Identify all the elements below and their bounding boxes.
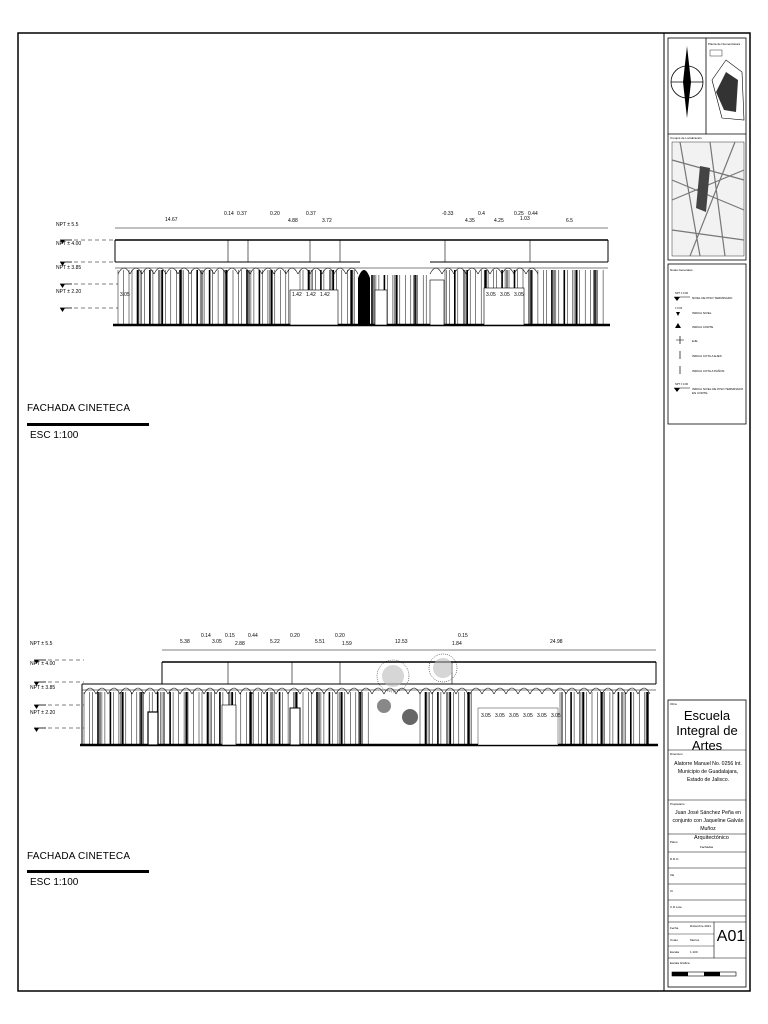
graphic-scale-label: Escala Gráfica [670, 961, 690, 965]
dimension-label: 1.42 [306, 292, 316, 298]
dimension-label: 0.14 [224, 211, 234, 217]
elevation-1-level-2: NPT ± 4.00 [56, 241, 82, 247]
elevation-2-level-3: NPT ± 3.85 [30, 685, 56, 691]
dimension-label: 1.03 [520, 216, 530, 222]
location-map-label: Croquis de Localización [670, 136, 702, 140]
elevation-2-title-rule [27, 870, 149, 873]
dimension-label: 6.5 [566, 218, 573, 224]
legend-item-label: INDICA CORTE [692, 325, 714, 329]
dimension-label: 3.05 [495, 713, 505, 719]
legend-item-label: INDICA NIVEL DE PISO TERMINADO EN CORTE [692, 387, 744, 395]
dimension-label: 0.20 [335, 633, 345, 639]
dimension-label: 3.05 [212, 639, 222, 645]
address-label: Dirección [670, 752, 683, 756]
site-plan-icon [709, 49, 745, 121]
dimension-label: 0.15 [458, 633, 468, 639]
dimension-label: 5.22 [270, 639, 280, 645]
legend-item-label: INDICA COTA A EJES [692, 354, 722, 358]
dimension-label: 0.44 [248, 633, 258, 639]
legend-item-label: INDICA NIVEL [692, 311, 712, 315]
elevation-1-drawing [60, 227, 610, 327]
elevation-2-level-2: NPT ± 4.00 [30, 661, 56, 667]
location-map-icon [671, 141, 745, 257]
dimension-label: -0.33 [442, 211, 454, 217]
project-label: Obra [670, 702, 677, 706]
units-label: Cotas [670, 938, 678, 942]
dimension-label: 12.53 [395, 639, 408, 645]
dimension-label: 0.20 [270, 211, 280, 217]
dimension-label: 0.37 [306, 211, 316, 217]
dimension-label: 3.72 [322, 218, 332, 224]
elevation-2-level-1: NPT ± 5.5 [30, 641, 53, 647]
dimension-label: 0.4 [478, 211, 485, 217]
legend-item-label: NIVEL DE PISO TERMINADO [692, 296, 733, 300]
legend-item-tag: ± 0.00 [675, 307, 683, 310]
dimension-label: 0.44 [528, 211, 538, 217]
date-label: Fecha [670, 926, 679, 930]
dimension-label: 24.98 [550, 639, 563, 645]
general-notes-label: Notas Generales [670, 268, 693, 272]
dimension-label: 3.05 [514, 292, 524, 298]
legend-item-tag: NPT ± 0.00 [675, 292, 689, 295]
dimension-label: 0.25 [514, 211, 524, 217]
owner-label: Propietario [670, 802, 685, 806]
dimension-label: 3.05 [551, 713, 561, 719]
dimension-label: 1.59 [342, 641, 352, 647]
dimension-label: 3.05 [509, 713, 519, 719]
dimension-label: 4.25 [494, 218, 504, 224]
elevation-2-scale: ESC 1:100 [30, 877, 79, 888]
dimension-label: 0.37 [237, 211, 247, 217]
dimension-label: 4.88 [288, 218, 298, 224]
elevation-1-title: FACHADA CINETECA [27, 403, 131, 414]
tree-icon [376, 653, 458, 725]
scale-value: 1:100 [690, 950, 698, 954]
dimension-label: 5.38 [180, 639, 190, 645]
units-value: Metros [690, 938, 700, 942]
sheet-number: A01 [716, 928, 746, 945]
owner-text: Juan José Sánchez Peña en conjunto con J… [672, 810, 744, 832]
elevation-1-level-1: NPT ± 5.5 [56, 222, 79, 228]
elevation-1-title-rule [27, 423, 149, 426]
dimension-label: 3.05 [486, 292, 496, 298]
dimension-label: 3.05 [481, 713, 491, 719]
dimension-label: 4.35 [465, 218, 475, 224]
legend-item-tag: NPT ± 0.00 [675, 383, 689, 386]
elevation-1-scale: ESC 1:100 [30, 430, 79, 441]
legend-item-label: EJE [692, 339, 698, 343]
legend-item-label: INDICA COTA A PAÑOS [692, 369, 725, 373]
graphic-scale [671, 971, 737, 977]
elevation-2-level-4: NPT ± 2.20 [30, 710, 56, 716]
dimension-label: 0.20 [290, 633, 300, 639]
drawing-type-label: Plano [670, 840, 678, 844]
dimension-label: 14.67 [165, 217, 178, 223]
dimension-label: 3.05 [500, 292, 510, 298]
date-value: Diciembre 2021 [690, 924, 712, 928]
ci-label: CI [670, 889, 673, 893]
elevation-2-drawing [34, 649, 658, 747]
dimension-label: 3.05 [120, 292, 130, 298]
dimension-label: 5.51 [315, 639, 325, 645]
north-arrow-icon [670, 46, 704, 118]
project-name: Escuela Integral de Artes [676, 708, 738, 753]
ce-label: CE [670, 873, 675, 877]
dimension-label: 0.15 [225, 633, 235, 639]
elevation-2-title: FACHADA CINETECA [27, 851, 131, 862]
dimension-label: 0.14 [201, 633, 211, 639]
drawing-type: Arquitectónico [694, 835, 729, 841]
drawing-subtype: Fachadas [700, 845, 714, 849]
dimension-label: 3.05 [523, 713, 533, 719]
elevation-1-level-3: NPT ± 3.85 [56, 265, 82, 271]
dimension-label: 2.88 [235, 641, 245, 647]
dimension-label: 3.05 [537, 713, 547, 719]
dimension-label: 1.42 [320, 292, 330, 298]
site-plan-label: Planta de Nomenclatura [708, 42, 741, 46]
lot-label: C.D.Lote [670, 905, 682, 909]
scale-label: Escala [670, 950, 680, 954]
elevation-1-level-4: NPT ± 2.20 [56, 289, 82, 295]
address-text: Alatorre Manuel No. 0256 Int. Municipio … [674, 761, 742, 783]
dimension-label: 1.42 [292, 292, 302, 298]
dro-label: D.R.O. [670, 857, 680, 861]
dimension-label: 1.84 [452, 641, 462, 647]
